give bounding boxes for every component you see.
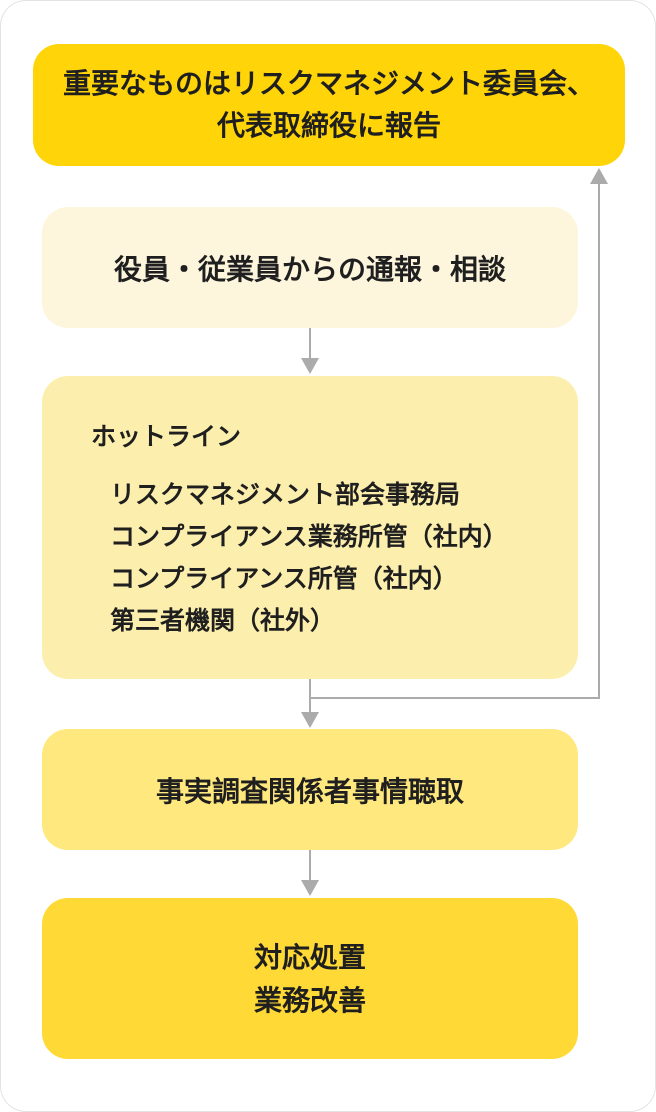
arrow-investigation-to-action-line [309, 850, 311, 882]
connector-branch-horizontal-line [309, 697, 600, 699]
arrow-down-icon [301, 712, 319, 728]
investigation-label: 事実調査関係者事情聴取 [155, 775, 464, 807]
consultation-label: 役員・従業員からの通報・相談 [113, 253, 506, 285]
connector-feedback-vertical-line [598, 183, 600, 699]
report-box-line1: 重要なものはリスクマネジメント委員会、 [62, 68, 595, 99]
arrow-consult-to-hotline-line [309, 328, 311, 360]
arrow-down-icon [301, 358, 319, 374]
action-line2: 業務改善 [253, 984, 366, 1016]
arrow-down-icon [301, 880, 319, 896]
box-fact-investigation: 事実調査関係者事情聴取 [42, 729, 578, 850]
box-report-to-committee: 重要なものはリスクマネジメント委員会、 代表取締役に報告 [33, 44, 625, 166]
action-line1: 対応処置 [253, 941, 366, 973]
hotline-item-secretariat: リスクマネジメント部会事務局 [110, 481, 461, 509]
hotline-list: リスクマネジメント部会事務局 コンプライアンス業務所管（社内） コンプライアンス… [91, 474, 558, 642]
hotline-title: ホットライン [91, 423, 242, 451]
hotline-item-compliance: コンプライアンス所管（社内） [110, 565, 458, 593]
report-box-line2: 代表取締役に報告 [216, 110, 441, 141]
arrow-hotline-to-investigation-line [309, 699, 311, 713]
hotline-item-third-party: 第三者機関（社外） [110, 607, 336, 635]
arrow-up-icon [590, 168, 608, 184]
box-response-improvement: 対応処置 業務改善 [42, 898, 578, 1059]
box-hotline: ホットライン リスクマネジメント部会事務局 コンプライアンス業務所管（社内） コ… [42, 376, 578, 679]
hotline-item-compliance-operations: コンプライアンス業務所管（社内） [110, 523, 508, 551]
connector-hotline-stub-line [309, 679, 311, 699]
box-employee-consultation: 役員・従業員からの通報・相談 [42, 207, 578, 328]
